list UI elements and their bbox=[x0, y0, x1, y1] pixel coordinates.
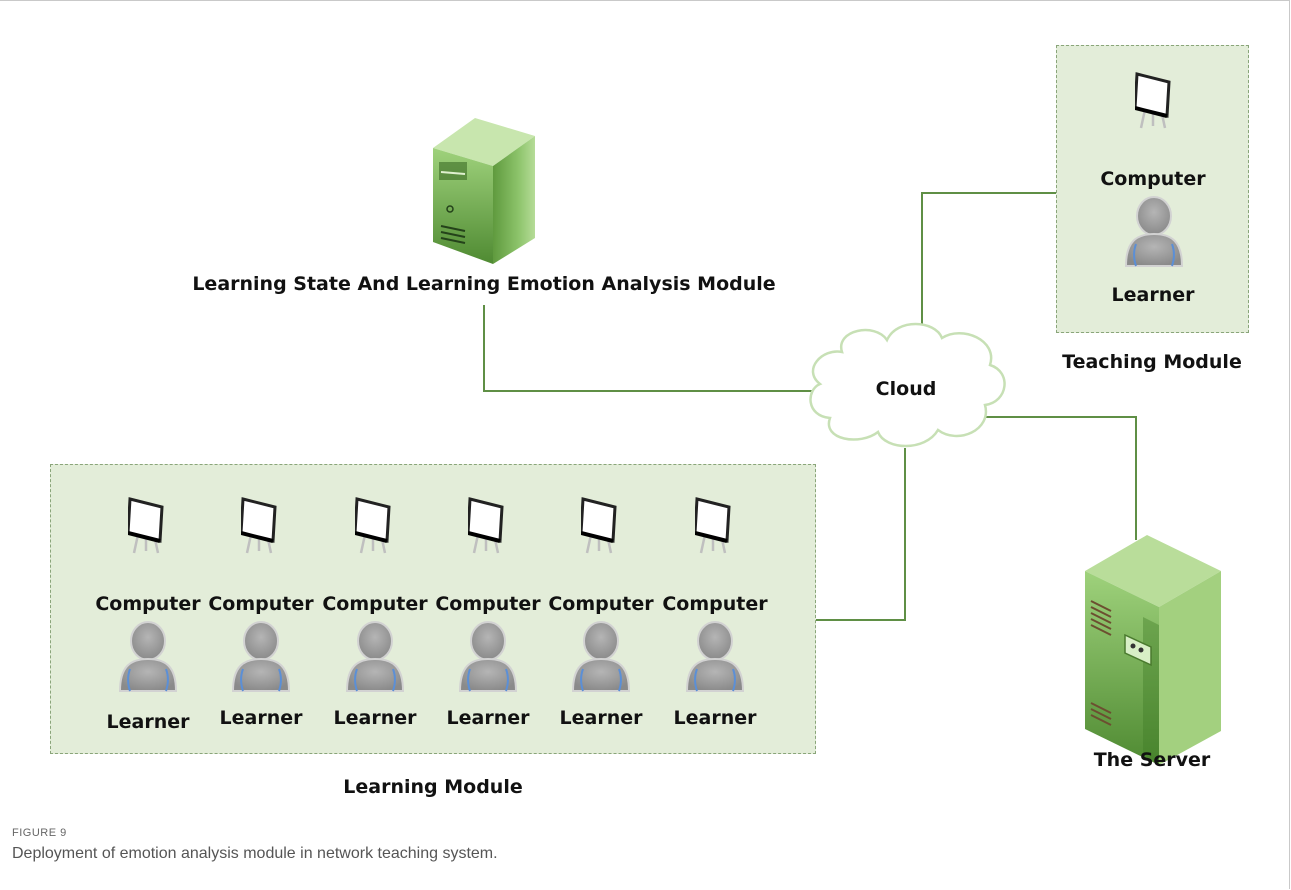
main-server-icon bbox=[1085, 535, 1221, 765]
server-label: The Server bbox=[1093, 749, 1211, 771]
learner-icon bbox=[1125, 196, 1183, 267]
projection-screen-icon bbox=[695, 497, 731, 555]
link-cloud-learning bbox=[815, 448, 906, 621]
link-cloud-server bbox=[975, 416, 1137, 540]
link-analysis-cloud bbox=[483, 305, 815, 392]
cloud-icon bbox=[809, 322, 1006, 448]
computer-label: Computer bbox=[95, 593, 201, 615]
computer-label: Computer bbox=[322, 593, 428, 615]
learner-label: Learner bbox=[106, 711, 190, 733]
learner-icon bbox=[232, 621, 290, 692]
computer-label: Computer bbox=[548, 593, 654, 615]
learner-icon bbox=[572, 621, 630, 692]
projection-screen-icon bbox=[355, 497, 391, 555]
computer-label: Computer bbox=[1100, 168, 1206, 190]
learning-module-label: Learning Module bbox=[343, 776, 523, 798]
learner-label: Learner bbox=[673, 707, 757, 729]
learner-label: Learner bbox=[446, 707, 530, 729]
learner-label: Learner bbox=[559, 707, 643, 729]
learner-label: Learner bbox=[1111, 284, 1195, 306]
projection-screen-icon bbox=[468, 497, 504, 555]
projection-screen-icon bbox=[581, 497, 617, 555]
projection-screen-icon bbox=[241, 497, 277, 555]
figure-caption: Deployment of emotion analysis module in… bbox=[12, 845, 498, 862]
figure-number: FIGURE 9 bbox=[12, 827, 67, 839]
computer-label: Computer bbox=[435, 593, 541, 615]
learner-label: Learner bbox=[219, 707, 303, 729]
learner-icon bbox=[686, 621, 744, 692]
connector-lines bbox=[483, 192, 1137, 621]
projection-screen-icon bbox=[1135, 72, 1171, 130]
projection-screen-icon bbox=[128, 497, 164, 555]
learner-icon bbox=[459, 621, 517, 692]
teaching-module-box: Computer Learner bbox=[1056, 45, 1249, 333]
learner-label: Learner bbox=[333, 707, 417, 729]
learner-icon bbox=[346, 621, 404, 692]
learning-module-box: Computer Learner Computer Learner Comput… bbox=[50, 464, 816, 754]
learner-icon bbox=[119, 621, 177, 692]
computer-label: Computer bbox=[208, 593, 314, 615]
computer-label: Computer bbox=[662, 593, 768, 615]
link-cloud-teaching bbox=[921, 192, 1056, 335]
teaching-module-label: Teaching Module bbox=[1062, 351, 1242, 373]
analysis-module-label: Learning State And Learning Emotion Anal… bbox=[192, 273, 776, 295]
cloud-label: Cloud bbox=[875, 378, 937, 400]
analysis-server-icon bbox=[433, 118, 535, 264]
